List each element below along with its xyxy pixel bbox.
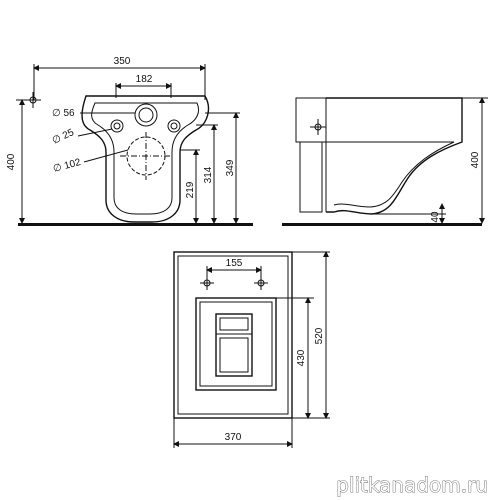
dimension-314: 314 — [196, 124, 218, 224]
dimension-155: 155 — [206, 258, 262, 276]
mounting-frame-top — [295, 97, 327, 143]
dimension-219: 219 — [180, 149, 200, 224]
dim-label-314: 314 — [203, 166, 214, 183]
dim-label-400-front: 400 — [6, 153, 17, 170]
fixing-hole-right — [167, 119, 181, 133]
front-view: 350 182 400 — [6, 56, 253, 226]
dim-label-40: 40 — [430, 211, 441, 223]
watermark-text: plitkanadom.ru — [336, 473, 488, 497]
inlet-hole — [134, 103, 158, 127]
dia-102-callout: ∅ 102 — [52, 149, 129, 175]
dia-56-callout: ∅ 56 — [52, 108, 135, 119]
dim-label-400-side: 400 — [470, 151, 481, 168]
frame-bolt-left — [200, 276, 214, 290]
side-view: 400 40 — [282, 97, 488, 226]
flush-button-panel — [215, 313, 253, 377]
dimension-520: 520 — [292, 251, 330, 419]
dim-label-dia-102: ∅ 102 — [52, 157, 82, 175]
dim-label-dia-25: ∅ 25 — [51, 127, 77, 147]
dimension-350: 350 — [33, 56, 206, 100]
dim-label-dia-56: ∅ 56 — [52, 108, 75, 119]
bowl-inner-rim — [91, 102, 200, 215]
frame-view: 155 430 520 370 — [173, 251, 330, 448]
fixing-hole-left — [110, 119, 124, 133]
floor-line-side — [282, 223, 482, 226]
frame-inner — [177, 255, 289, 415]
mounting-frame-body — [299, 141, 323, 213]
bowl-outline — [81, 95, 210, 223]
dimension-40: 40 — [372, 203, 446, 224]
frame-outer — [173, 251, 293, 419]
fixing-hole-left-inner — [113, 122, 121, 130]
dim-label-155: 155 — [226, 258, 243, 269]
fixing-hole-right-inner — [170, 122, 178, 130]
bowl-side-inner — [326, 141, 455, 208]
floor-line-front — [18, 223, 253, 226]
frame-bolt-right — [254, 276, 268, 290]
inlet-hole-inner — [138, 107, 154, 123]
dim-label-430: 430 — [296, 349, 307, 366]
dimension-370: 370 — [173, 418, 293, 448]
flush-button-large — [219, 337, 249, 373]
dim-label-350: 350 — [114, 56, 131, 67]
reference-mark-side — [310, 119, 326, 135]
bowl-side-profile — [326, 97, 463, 215]
flush-plate-frame — [195, 297, 277, 391]
dim-label-520: 520 — [314, 327, 325, 344]
dim-label-349: 349 — [225, 159, 236, 176]
dim-label-370: 370 — [225, 432, 242, 443]
dimension-349: 349 — [205, 112, 240, 224]
flush-plate-frame-inner — [199, 301, 273, 387]
dimension-182: 182 — [115, 74, 172, 98]
dim-label-219: 219 — [185, 181, 196, 198]
dimension-400-front: 400 — [6, 99, 29, 224]
dimension-430: 430 — [276, 297, 314, 419]
dim-label-182: 182 — [136, 74, 153, 85]
flush-button-small — [219, 317, 249, 331]
dia-25-callout: ∅ 25 — [51, 127, 113, 147]
dimension-400-side: 400 — [462, 97, 488, 224]
